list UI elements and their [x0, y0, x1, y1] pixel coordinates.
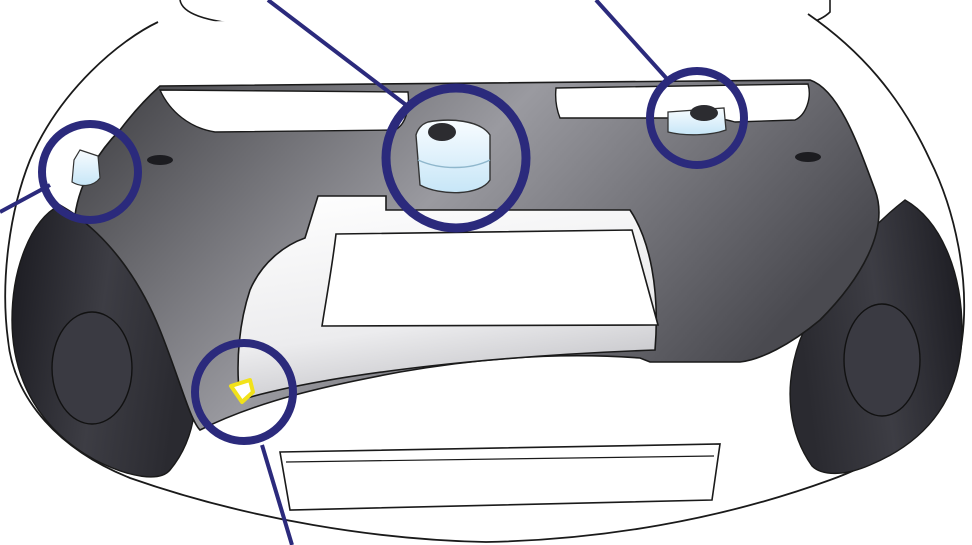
left-cowl-cutout	[160, 90, 408, 132]
left-fill-cap	[72, 150, 100, 185]
left-mounting-hole	[147, 155, 173, 165]
right-headlamp-recess	[844, 304, 920, 416]
left-headlamp-recess	[52, 312, 132, 424]
front-bumper-slot	[280, 444, 720, 510]
inner-tray-outline	[322, 230, 658, 326]
coolant-reservoir-cap	[428, 123, 456, 141]
coolant-reservoir	[416, 120, 490, 193]
brake-fluid-reservoir-cap	[690, 105, 718, 121]
right-mounting-hole	[795, 152, 821, 162]
